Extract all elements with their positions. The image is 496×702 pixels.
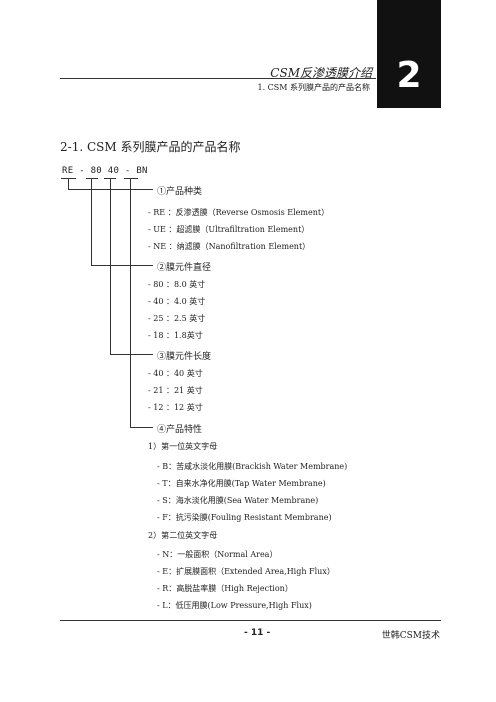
- list-item: - 21 ：21 英寸: [148, 386, 203, 395]
- list-item: - E：扩展膜面积（Extended Area,High Flux）: [157, 567, 335, 576]
- product-code: RE - 80 40 - BN: [62, 166, 148, 176]
- list-item: - B：苦咸水淡化用膜(Brackish Water Membrane): [157, 462, 348, 471]
- group-heading-diameter: ②膜元件直径: [157, 263, 212, 273]
- list-item: - L：低压用膜(Low Pressure,High Flux): [157, 601, 312, 610]
- list-item: - NE ：纳滤膜（Nanofiltration Element）: [148, 242, 311, 251]
- code-underline: [86, 178, 98, 179]
- sub-heading: 2）第二位英文字母: [148, 531, 218, 540]
- sub-heading: 1）第一位英文字母: [148, 442, 218, 451]
- group-heading-length: ③膜元件长度: [157, 352, 212, 362]
- code-underline: [124, 178, 138, 179]
- list-item: - T：自来水净化用膜(Tap Water Membrane): [157, 479, 326, 488]
- list-item: - 18 ：1.8英寸: [148, 331, 203, 340]
- list-item: - S：海水淡化用膜(Sea Water Membrane): [157, 496, 319, 505]
- list-item: - R：高脱盐率膜（High Rejection）: [157, 584, 293, 593]
- group-heading-type: ①产品种类: [157, 187, 203, 197]
- footer-rule: [60, 620, 441, 621]
- bracket-line-length: [110, 354, 153, 355]
- bracket-line-feature: [130, 427, 153, 428]
- list-item: - 40 ：4.0 英寸: [148, 297, 206, 306]
- list-item: - 40 ：40 英寸: [148, 369, 203, 378]
- bracket-line-feature: [130, 178, 131, 428]
- list-item: - 12 ：12 英寸: [148, 403, 203, 412]
- chapter-title: CSM反渗透膜介绍: [270, 66, 372, 80]
- bracket-line-diameter: [91, 265, 153, 266]
- page-number: - 11 -: [244, 628, 271, 638]
- list-item: - F：抗污染膜(Fouling Resistant Membrane): [157, 513, 332, 522]
- bracket-line-length: [110, 178, 111, 355]
- list-item: - RE ：反渗透膜（Reverse Osmosis Element）: [148, 208, 330, 217]
- header-rule: [60, 78, 376, 79]
- section-title: 2-1. CSM 系列膜产品的产品名称: [60, 140, 241, 154]
- chapter-tab: [377, 0, 441, 108]
- list-item: - 25 ：2.5 英寸: [148, 314, 206, 323]
- list-item: - N：一般面积（Normal Area）: [157, 550, 278, 559]
- chapter-number: 2: [396, 55, 422, 96]
- group-heading-feature: ④产品特性: [157, 425, 203, 435]
- bracket-line-diameter: [91, 178, 92, 266]
- publisher-name: 世韩CSM技术: [381, 631, 440, 641]
- list-item: - 80 ：8.0 英寸: [148, 280, 206, 289]
- list-item: - UE ：超滤膜（Ultrafiltration Element）: [148, 225, 310, 234]
- chapter-subtitle: 1. CSM 系列膜产品的产品名称: [257, 83, 370, 92]
- bracket-line-type: [68, 178, 69, 190]
